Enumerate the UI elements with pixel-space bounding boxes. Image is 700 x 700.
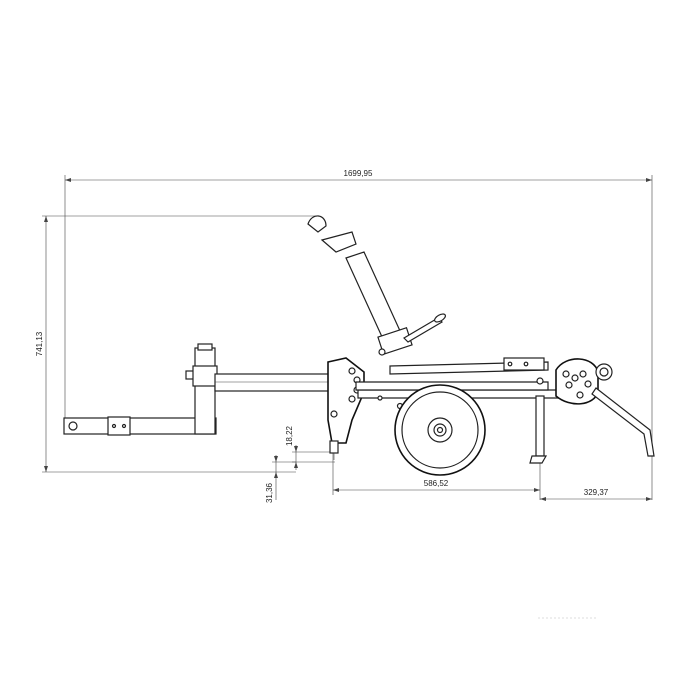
dimension-rear-overhang: 329,37: [540, 488, 652, 501]
dimension-stand-height-a: 18,22: [285, 425, 335, 470]
dimension-wheel-span: 586,52: [332, 440, 541, 500]
rear-overhang-label: 329,37: [584, 488, 609, 497]
wheel-span-label: 586,52: [424, 479, 449, 488]
dimension-overall-height: 741,13: [35, 215, 318, 473]
front-bracket: [327, 357, 365, 460]
wheel: [394, 384, 486, 476]
jack-stand: [307, 215, 447, 356]
overall-height-label: 741,13: [35, 331, 44, 356]
hitch-drawbar: [63, 416, 217, 436]
dimension-overall-length: 1699,95: [64, 169, 653, 500]
stand-height-b-label: 31,36: [265, 482, 274, 503]
trailing-arm: [591, 387, 655, 457]
overall-length-label: 1699,95: [344, 169, 373, 178]
dimension-stand-height-b: 31,36: [265, 455, 296, 503]
rear-leg: [529, 395, 548, 464]
main-beam: [214, 373, 331, 392]
stand-height-a-label: 18,22: [285, 425, 294, 446]
rear-coupler: [555, 358, 613, 405]
